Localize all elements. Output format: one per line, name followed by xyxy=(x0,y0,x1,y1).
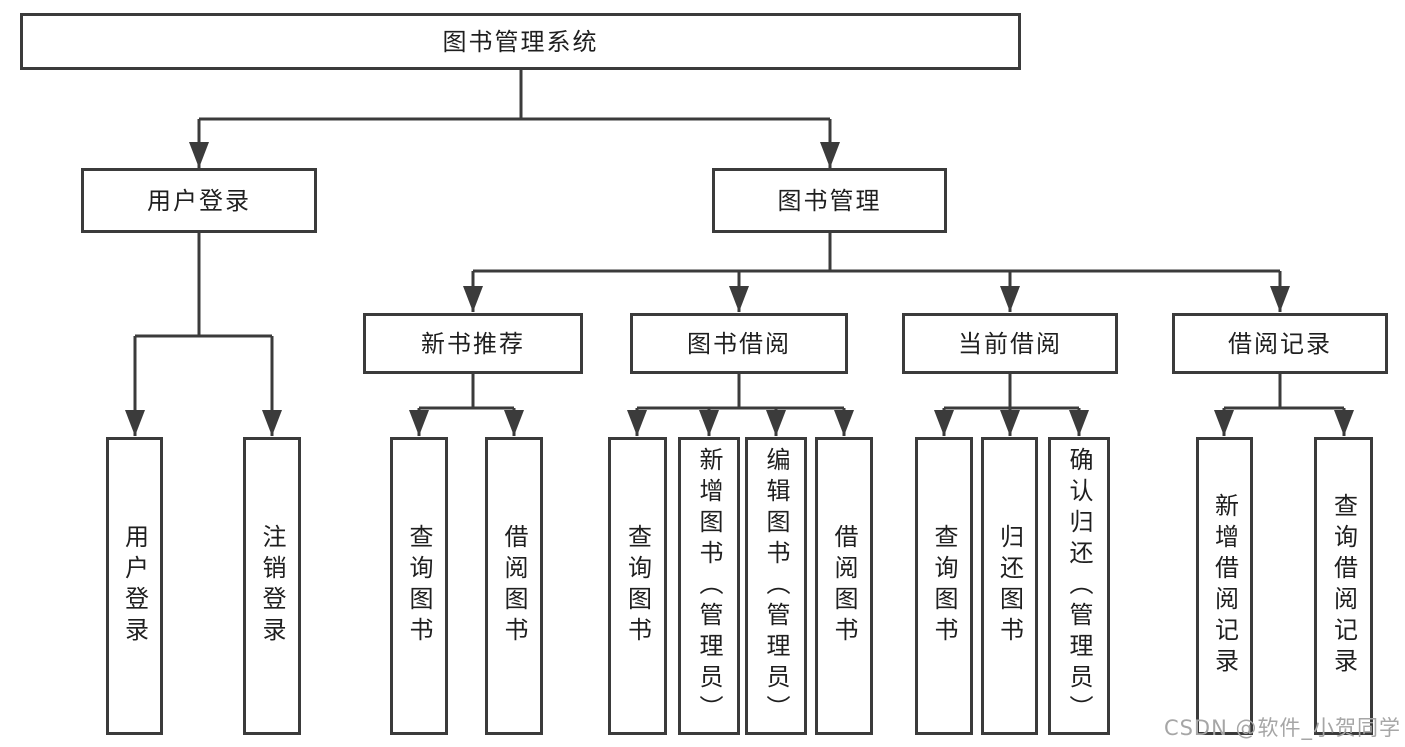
leaf-cb-return-book: 归还图书 xyxy=(981,437,1038,735)
node-user-login: 用户登录 xyxy=(81,168,317,233)
leaf-bb-borrow-book: 借阅图书 xyxy=(815,437,873,735)
leaf-nbr-query-book: 查询图书 xyxy=(390,437,448,735)
node-borrow-records: 借阅记录 xyxy=(1172,313,1388,374)
node-root: 图书管理系统 xyxy=(20,13,1021,70)
leaf-cb-query-book: 查询图书 xyxy=(915,437,973,735)
leaf-bb-add-book-admin: 新增图书（管理员） xyxy=(678,437,740,735)
leaf-bb-query-book: 查询图书 xyxy=(608,437,667,735)
leaf-br-query-record: 查询借阅记录 xyxy=(1314,437,1373,735)
node-book-management: 图书管理 xyxy=(712,168,947,233)
leaf-cb-confirm-return-admin: 确认归还（管理员） xyxy=(1048,437,1110,735)
arrowhead-icons xyxy=(125,142,1354,436)
leaf-user-login: 用户登录 xyxy=(106,437,163,735)
leaf-br-add-record: 新增借阅记录 xyxy=(1196,437,1253,735)
leaf-bb-edit-book-admin: 编辑图书（管理员） xyxy=(745,437,807,735)
node-new-book-recommend: 新书推荐 xyxy=(363,313,583,374)
node-current-borrow: 当前借阅 xyxy=(902,313,1118,374)
leaf-logout: 注销登录 xyxy=(243,437,301,735)
leaf-nbr-borrow-book: 借阅图书 xyxy=(485,437,543,735)
watermark: CSDN @软件_小贺同学 xyxy=(1163,716,1401,740)
node-book-borrow: 图书借阅 xyxy=(630,313,848,374)
